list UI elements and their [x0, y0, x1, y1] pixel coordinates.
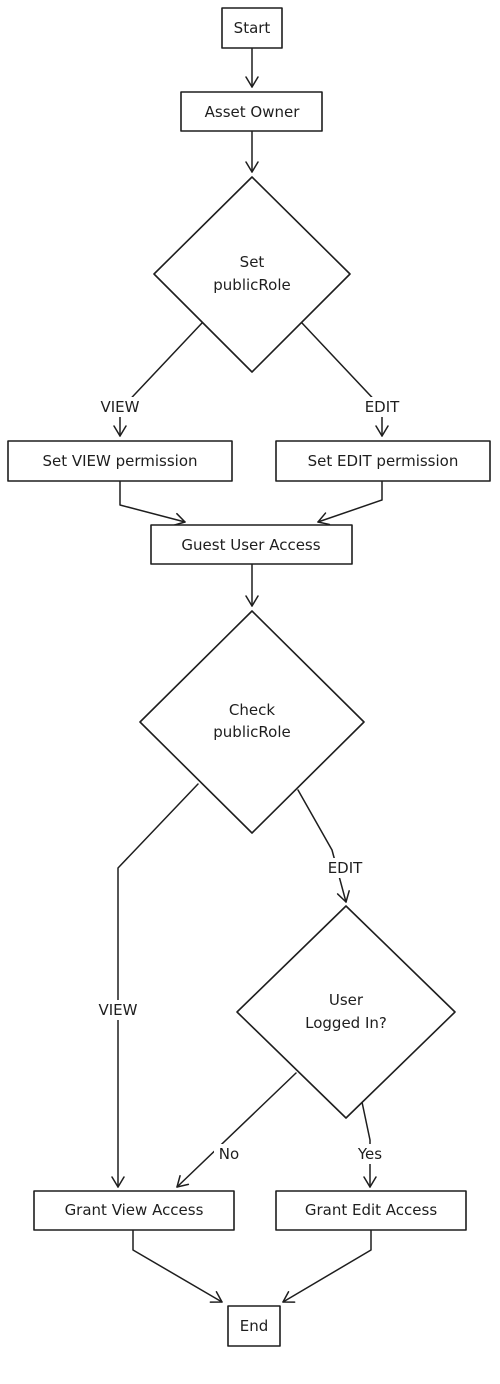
- edge-set-public-role-to-set-view: [113, 322, 203, 437]
- node-set-edit-permission[interactable]: Set EDIT permission: [275, 440, 491, 482]
- node-set-public-role[interactable]: Set publicRole: [153, 176, 351, 373]
- node-user-logged-in[interactable]: User Logged In?: [236, 905, 456, 1119]
- node-start[interactable]: Start: [221, 7, 283, 49]
- edge-grant-edit-to-end: [282, 1228, 372, 1303]
- edge-label-view-1: VIEW: [94, 397, 146, 417]
- edge-set-edit-to-guest-access: [317, 480, 383, 526]
- nodes: Start Asset Owner Set publicRole Set VIE…: [7, 7, 491, 1347]
- edge-label-view-2-text: VIEW: [99, 1001, 138, 1019]
- edge-label-edit-2-text: EDIT: [328, 859, 363, 877]
- edge-labels: VIEW EDIT EDIT VIEW No Yes: [92, 397, 407, 1164]
- edge-label-view-1-text: VIEW: [101, 398, 140, 416]
- node-grant-view-access[interactable]: Grant View Access: [33, 1190, 235, 1231]
- node-asset-owner[interactable]: Asset Owner: [180, 91, 323, 132]
- edge-label-no-text: No: [219, 1145, 239, 1163]
- node-check-public-role-label-line-2: publicRole: [213, 723, 290, 741]
- edge-check-public-role-to-user-logged-in: [297, 789, 350, 903]
- edge-set-public-role-to-set-edit: [301, 322, 389, 437]
- node-set-edit-permission-label: Set EDIT permission: [308, 452, 459, 470]
- edge-check-public-role-to-grant-view: [111, 783, 199, 1188]
- node-check-public-role[interactable]: Check publicRole: [139, 610, 365, 834]
- node-grant-edit-access[interactable]: Grant Edit Access: [275, 1190, 467, 1231]
- node-user-logged-in-label-line-2: Logged In?: [305, 1014, 387, 1032]
- node-check-public-role-label-line-1: Check: [229, 701, 275, 719]
- node-asset-owner-label: Asset Owner: [205, 103, 301, 121]
- node-end-label: End: [240, 1317, 269, 1335]
- node-set-view-permission[interactable]: Set VIEW permission: [7, 440, 233, 482]
- edge-label-edit-1: EDIT: [357, 397, 407, 417]
- edge-grant-view-to-end: [132, 1228, 223, 1303]
- edge-user-logged-in-to-grant-edit: [361, 1101, 377, 1188]
- edge-label-view-2: VIEW: [92, 1000, 144, 1020]
- node-grant-edit-access-label: Grant Edit Access: [305, 1201, 437, 1219]
- edge-label-yes-text: Yes: [357, 1145, 382, 1163]
- edge-label-edit-2: EDIT: [319, 858, 371, 878]
- node-set-public-role-label-line-2: publicRole: [213, 276, 290, 294]
- node-set-public-role-label-line-1: Set: [240, 253, 265, 271]
- node-end[interactable]: End: [227, 1305, 281, 1347]
- edge-label-edit-1-text: EDIT: [365, 398, 400, 416]
- edge-label-no: No: [214, 1144, 244, 1164]
- node-start-label: Start: [234, 19, 271, 37]
- node-user-logged-in-label-line-1: User: [329, 991, 364, 1009]
- node-set-view-permission-label: Set VIEW permission: [42, 452, 197, 470]
- node-guest-user-access-label: Guest User Access: [181, 536, 320, 554]
- edge-label-yes: Yes: [352, 1144, 388, 1164]
- edge-set-view-to-guest-access: [119, 480, 186, 527]
- edges: [111, 47, 389, 1303]
- node-guest-user-access[interactable]: Guest User Access: [150, 524, 353, 565]
- node-grant-view-access-label: Grant View Access: [65, 1201, 204, 1219]
- edge-user-logged-in-to-grant-view: [176, 1072, 297, 1188]
